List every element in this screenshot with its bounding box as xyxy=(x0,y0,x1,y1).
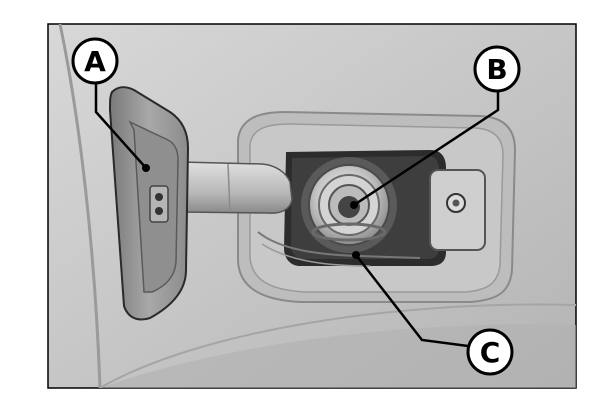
body-panel-edge xyxy=(58,24,102,388)
leader-line-c xyxy=(355,254,469,348)
callout-b: B xyxy=(473,45,521,93)
leader-line-a xyxy=(94,82,147,169)
callout-a: A xyxy=(71,37,119,85)
callout-b-label: B xyxy=(486,53,507,86)
callout-c: C xyxy=(466,328,514,376)
callout-a-label: A xyxy=(84,45,106,78)
leader-line-b xyxy=(353,92,500,207)
callout-c-label: C xyxy=(480,336,501,369)
door-latch xyxy=(149,185,169,223)
body-panel-crease xyxy=(99,303,576,388)
filler-ring xyxy=(311,222,387,242)
hinge-arm xyxy=(179,161,293,214)
